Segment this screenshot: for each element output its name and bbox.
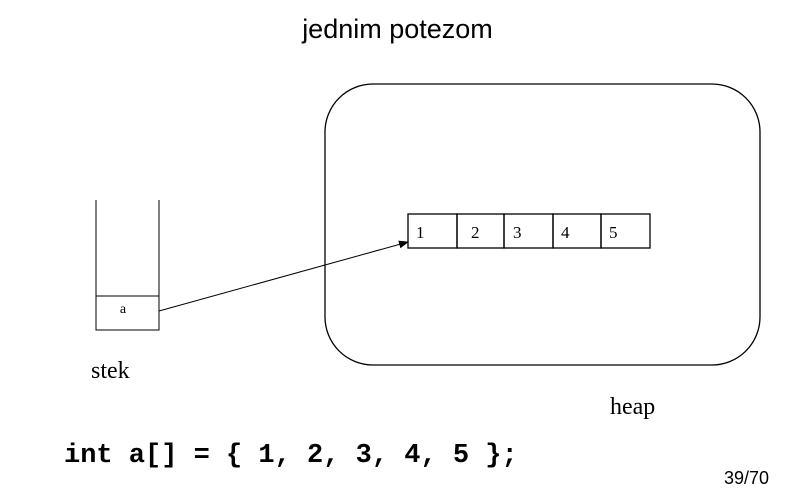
array-cell-value: 5 (609, 223, 618, 242)
page-number: 39/70 (724, 468, 770, 488)
heap-region (324, 83, 761, 366)
pointer-arrow (158, 240, 409, 312)
code-line: int a[] = { 1, 2, 3, 4, 5 }; (64, 441, 518, 471)
array-cell (600, 213, 651, 249)
array-cell-value: 2 (471, 223, 480, 242)
slide-title: jednim potezom (302, 14, 493, 44)
array-cell (503, 213, 554, 249)
array-cell-value: 1 (416, 223, 425, 242)
stack-label: stek (91, 358, 130, 384)
heap-label: heap (610, 394, 655, 420)
stack-cell-a: a (95, 295, 160, 331)
array-cell-value: 4 (561, 223, 570, 242)
array-cell-value: 3 (513, 223, 522, 242)
array-cell (456, 213, 505, 249)
heap-array: 1 2 3 4 5 (407, 213, 651, 249)
stack-cell-label: a (120, 302, 127, 317)
